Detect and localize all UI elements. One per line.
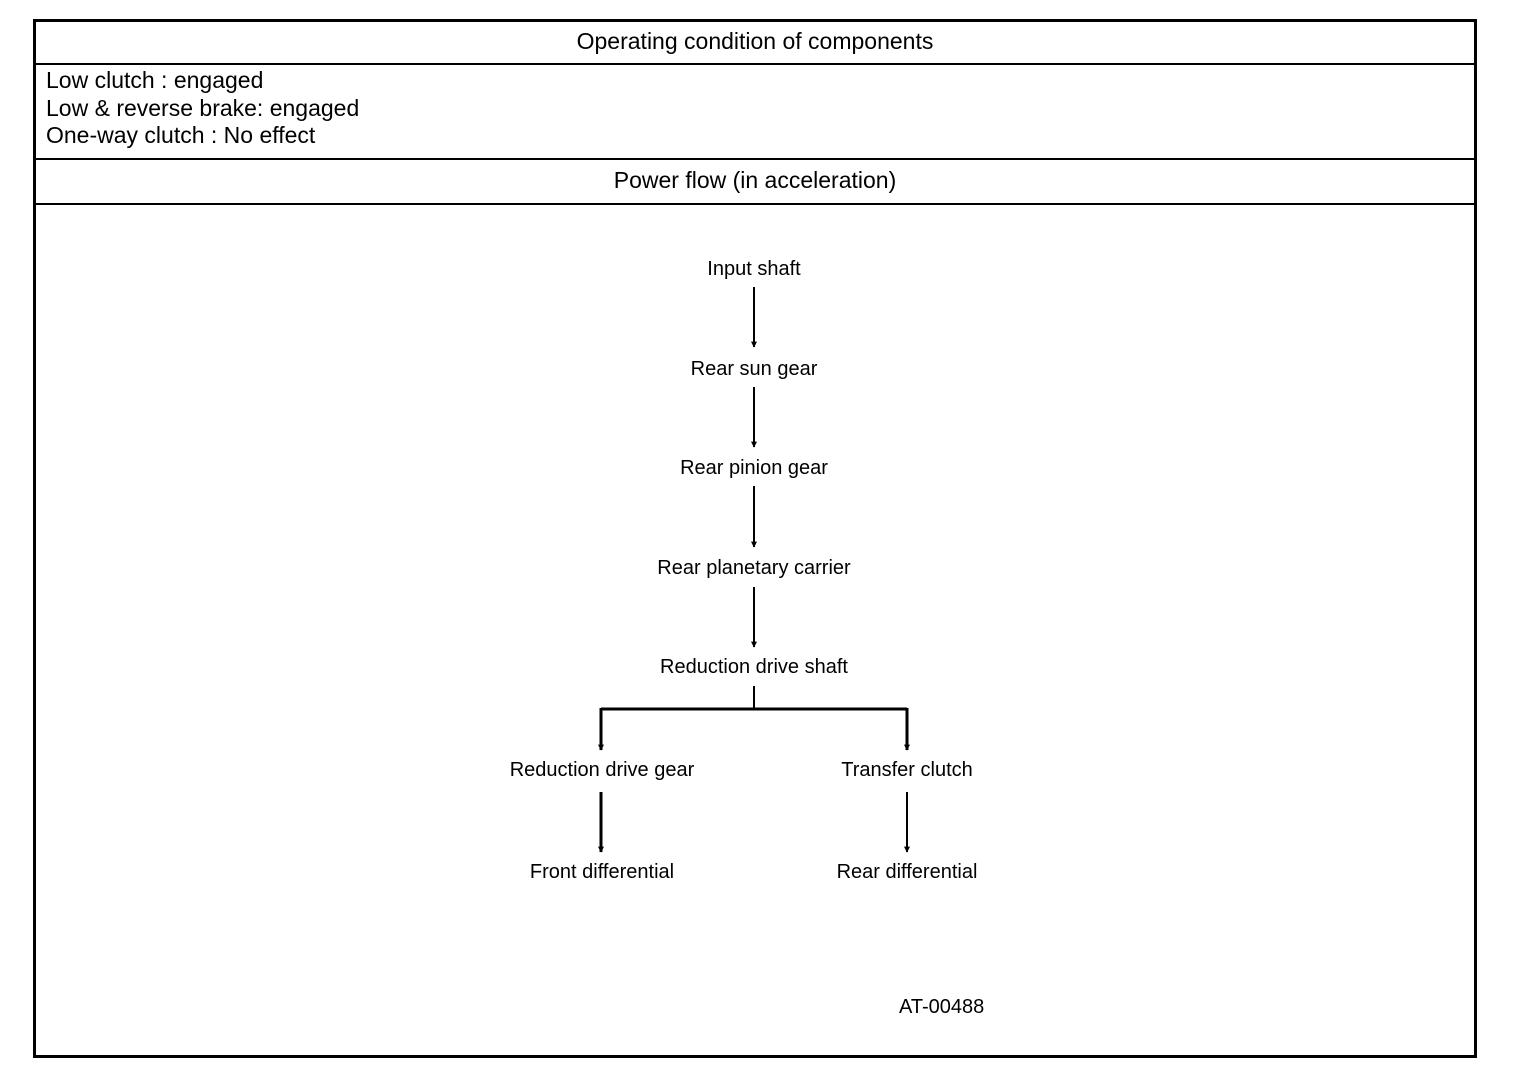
figure-code: AT-00488 xyxy=(899,996,985,1018)
node-transfer-clutch: Transfer clutch xyxy=(841,759,973,781)
node-front-differential: Front differential xyxy=(529,861,675,883)
diagram-frame xyxy=(33,19,1477,1058)
components-header: Operating condition of components xyxy=(36,22,1474,65)
node-reduction-drive-shaft: Reduction drive shaft xyxy=(660,656,848,678)
table-body: Operating condition of components Low cl… xyxy=(36,22,1474,1055)
node-reduction-drive-gear: Reduction drive gear xyxy=(509,759,695,781)
conditions-cell: Low clutch : engaged Low & reverse brake… xyxy=(36,65,1474,160)
condition-low-clutch: Low clutch : engaged xyxy=(46,67,264,93)
node-rear-differential: Rear differential xyxy=(836,861,978,883)
node-rear-planetary-carrier: Rear planetary carrier xyxy=(657,557,851,579)
node-rear-pinion-gear: Rear pinion gear xyxy=(680,457,828,479)
node-rear-sun-gear: Rear sun gear xyxy=(690,358,818,380)
condition-low-reverse-brake: Low & reverse brake: engaged xyxy=(46,94,360,121)
condition-one-way-clutch: One-way clutch : No effect xyxy=(46,122,316,148)
node-input-shaft: Input shaft xyxy=(707,258,801,280)
power-flow-header: Power flow (in acceleration) xyxy=(36,162,1474,205)
